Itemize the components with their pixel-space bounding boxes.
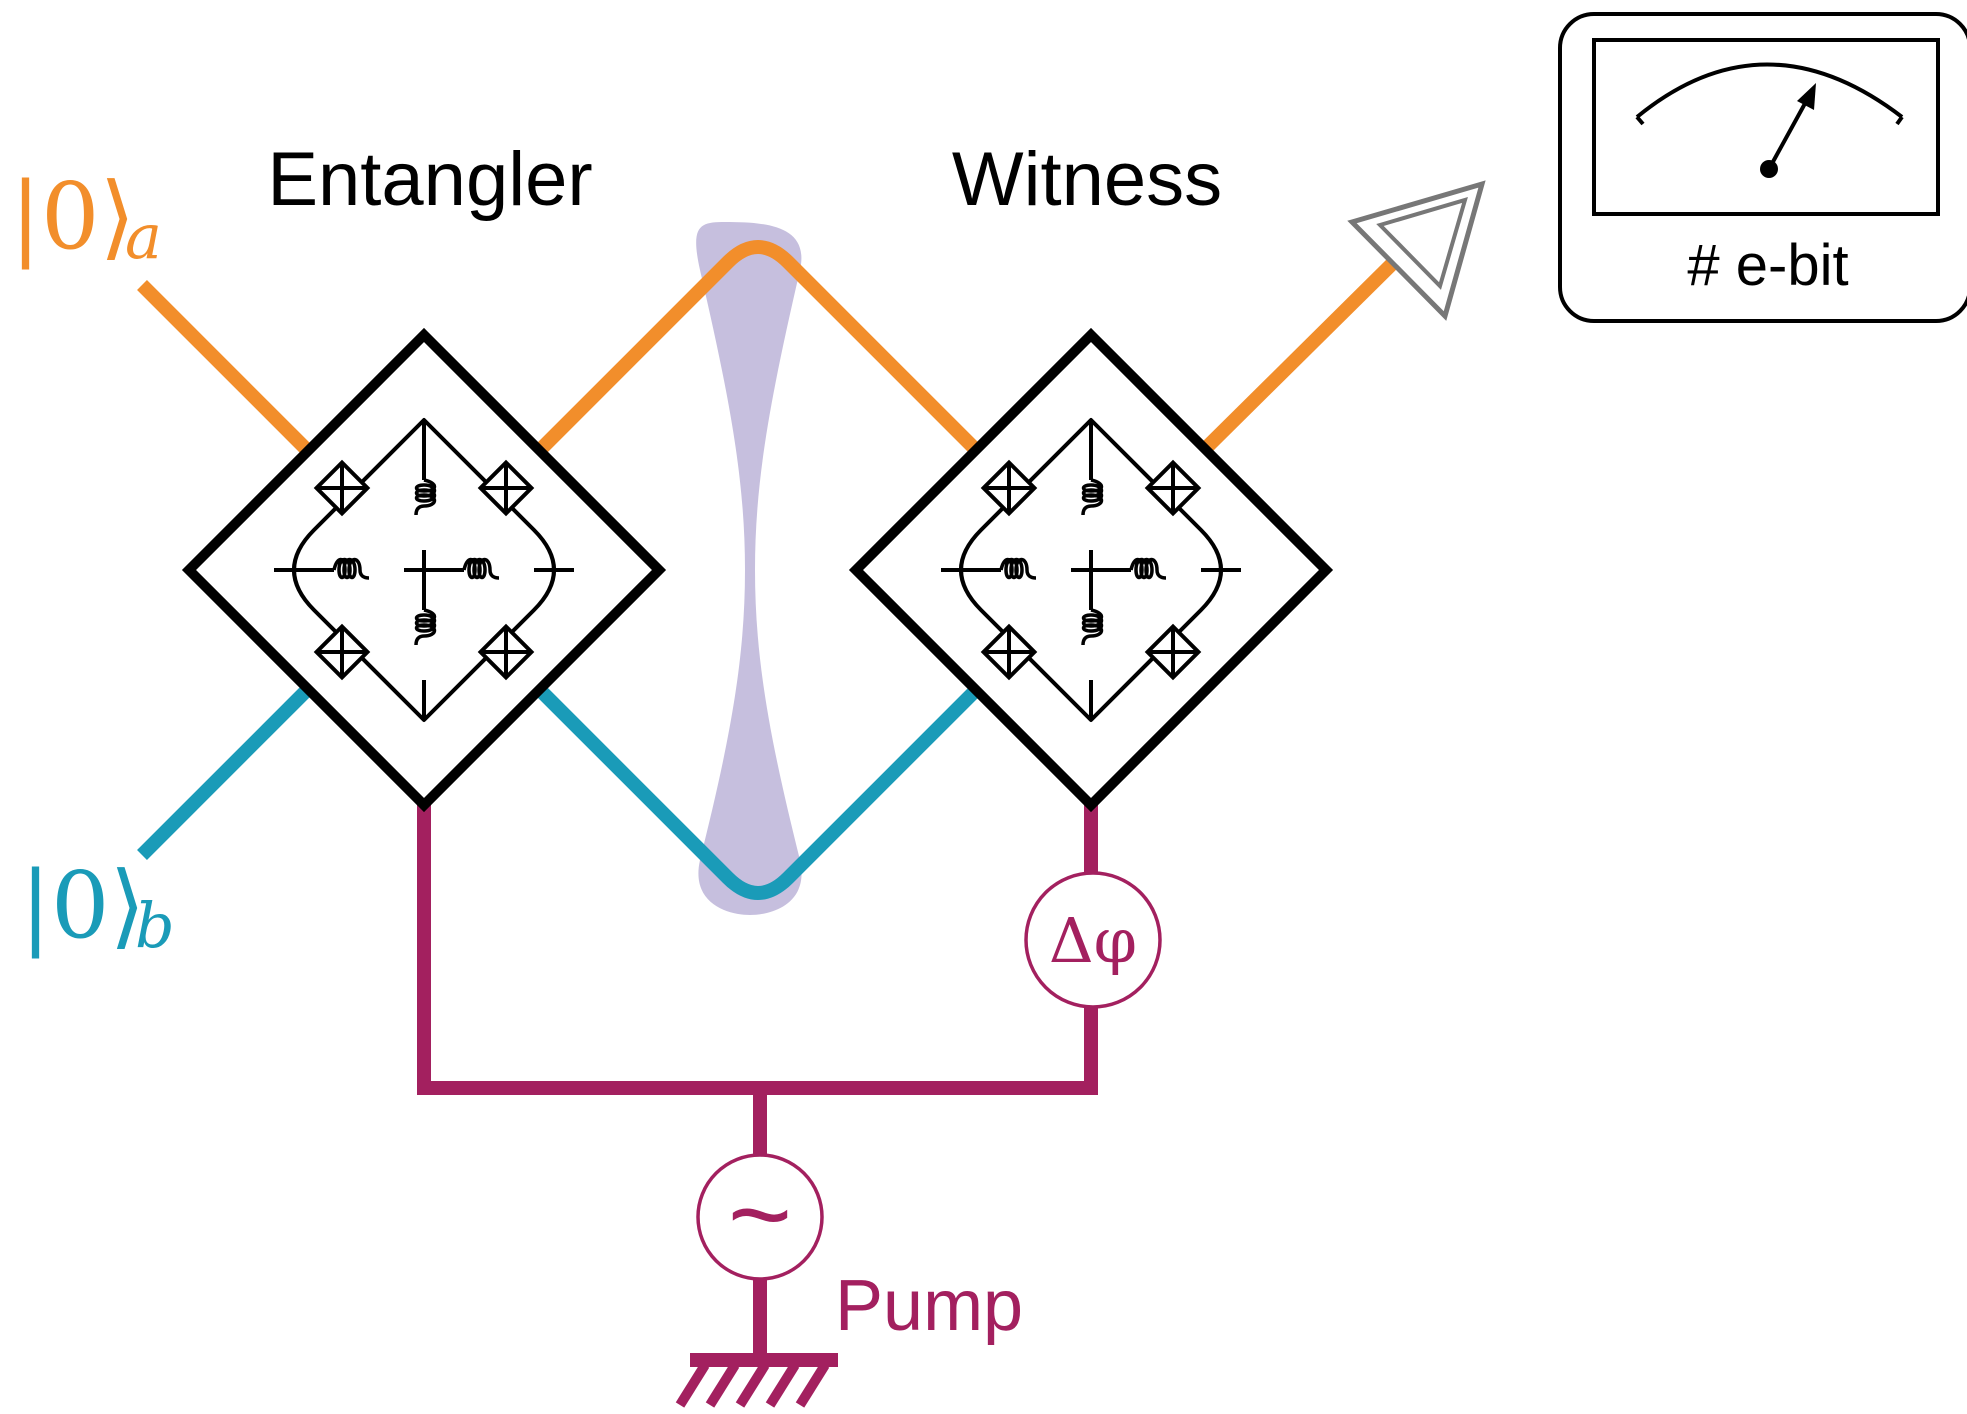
input-a-ket: |0⟩ [10, 163, 135, 270]
ac-source-icon: ~ [696, 1153, 824, 1281]
input-a-label: |0⟩ a [10, 163, 162, 273]
entangler-device [181, 327, 667, 813]
squeezing-overlay [696, 222, 802, 915]
mode-b-path [137, 682, 980, 900]
input-b-ket: |0⟩ [20, 852, 145, 959]
input-b-label: |0⟩ b [20, 852, 175, 962]
input-a-subscript: a [125, 200, 162, 273]
analog-meter-icon: # e-bit [1558, 12, 1967, 323]
input-b-subscript: b [135, 889, 175, 962]
witness-label: Witness [952, 137, 1222, 222]
pump-label: Pump [835, 1266, 1023, 1346]
triangle-detector-icon [1347, 180, 1486, 321]
phase-shifter-label: Δφ [1049, 904, 1137, 977]
mode-a-path [137, 240, 1405, 458]
entangler-label: Entangler [267, 137, 592, 222]
meter-caption: # e-bit [1687, 233, 1848, 298]
ground-icon [675, 1362, 830, 1408]
witness-device [848, 327, 1334, 813]
pump-source-symbol: ~ [728, 1153, 792, 1276]
pump-network [417, 805, 1098, 1367]
phase-shifter: Δφ [1024, 871, 1162, 1009]
